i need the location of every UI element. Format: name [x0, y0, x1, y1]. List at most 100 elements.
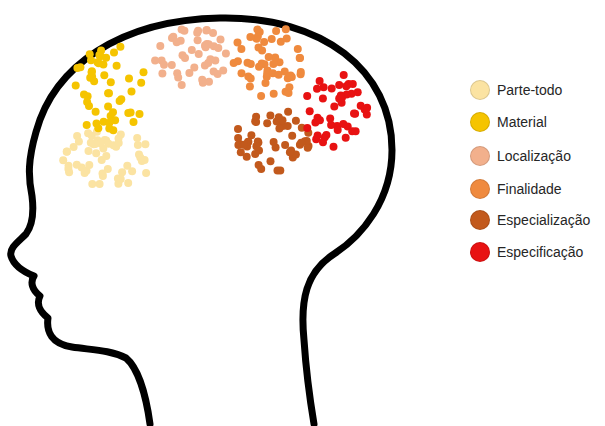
concept-dot [85, 147, 93, 155]
concept-dot [198, 76, 206, 84]
concept-dot [234, 125, 242, 133]
concept-dot [210, 68, 218, 76]
concept-dot [314, 131, 322, 139]
concept-dot [287, 72, 295, 80]
concept-dot [266, 112, 274, 120]
concept-dot [246, 33, 254, 41]
concept-dot [339, 120, 347, 128]
concept-dot [275, 125, 283, 133]
concept-dot [230, 59, 238, 67]
concept-dot [151, 56, 159, 64]
concept-dot [247, 75, 255, 83]
concept-dot [320, 83, 328, 91]
concept-dot [270, 138, 278, 146]
concept-dot [173, 38, 181, 46]
concept-dot [253, 26, 261, 34]
concept-dot [178, 26, 186, 34]
legend-swatch [470, 210, 490, 230]
concept-dot [73, 161, 81, 169]
concept-dot [222, 49, 230, 57]
concept-dot [237, 45, 245, 53]
concept-dot [316, 116, 324, 124]
concept-dot [178, 81, 186, 89]
concept-dot [117, 175, 125, 183]
concept-dot [251, 150, 259, 158]
concept-dot [107, 78, 115, 86]
concept-dot [134, 141, 142, 149]
concept-dot [246, 82, 254, 90]
concept-dot [105, 89, 113, 97]
concept-dot [281, 141, 289, 149]
concept-dot [87, 139, 95, 147]
concept-dot [285, 89, 293, 97]
concept-dot [275, 113, 283, 121]
concept-dots [59, 25, 371, 188]
concept-dot [72, 81, 80, 89]
legend-label: Localização [497, 145, 571, 167]
concept-dot [203, 26, 211, 34]
concept-dot [210, 42, 218, 50]
concept-dot [275, 71, 283, 79]
concept-dot [282, 25, 290, 33]
concept-dot [133, 134, 141, 142]
concept-dot [85, 161, 93, 169]
concept-dot [190, 63, 198, 71]
concept-dot [303, 124, 311, 132]
concept-dot [136, 153, 144, 161]
concept-dot [88, 67, 96, 75]
concept-dot [319, 138, 327, 146]
concept-dot [83, 98, 91, 106]
concept-dot [83, 121, 91, 129]
legend-item: Parte-todo [470, 79, 562, 101]
concept-dot [354, 88, 362, 96]
concept-dot [297, 68, 305, 76]
concept-dot [94, 124, 102, 132]
concept-dot [194, 36, 202, 44]
concept-dot [319, 95, 327, 103]
legend-label: Especificação [497, 241, 583, 263]
concept-dot [313, 85, 321, 93]
concept-dot [96, 180, 104, 188]
concept-dot [105, 125, 113, 133]
concept-dot [73, 64, 81, 72]
concept-dot [330, 102, 338, 110]
concept-dot [124, 179, 132, 187]
legend-label: Finalidade [497, 178, 562, 200]
concept-dot [181, 54, 189, 62]
legend-label: Parte-todo [497, 79, 562, 101]
concept-dot [265, 53, 273, 61]
concept-dot [322, 131, 330, 139]
concept-dot [257, 92, 265, 100]
concept-dot [202, 43, 210, 51]
concept-dot [116, 97, 124, 105]
concept-dot [240, 141, 248, 149]
concept-dot [92, 108, 100, 116]
concept-dot [292, 117, 300, 125]
concept-dot [86, 50, 94, 58]
concept-dot [96, 52, 104, 60]
concept-dot [130, 118, 138, 126]
concept-dot [296, 54, 304, 62]
concept-dot [267, 157, 275, 165]
legend-item: Material [470, 111, 547, 133]
concept-dot [104, 103, 112, 111]
concept-dot [195, 50, 203, 58]
concept-dot [337, 92, 345, 100]
concept-dot [284, 108, 292, 116]
legend-swatch [470, 146, 490, 166]
legend-swatch [470, 112, 490, 132]
concept-dot [84, 129, 92, 137]
concept-dot [104, 89, 112, 97]
legend-swatch [470, 80, 490, 100]
concept-dot [297, 139, 305, 147]
concept-dot [330, 143, 338, 151]
legend-swatch [470, 242, 490, 262]
concept-dot [156, 42, 164, 50]
concept-dot [206, 55, 214, 63]
concept-dot [140, 68, 148, 76]
legend-label: Material [497, 111, 547, 133]
concept-dot [142, 169, 150, 177]
concept-dot [252, 113, 260, 121]
concept-dot [335, 81, 343, 89]
